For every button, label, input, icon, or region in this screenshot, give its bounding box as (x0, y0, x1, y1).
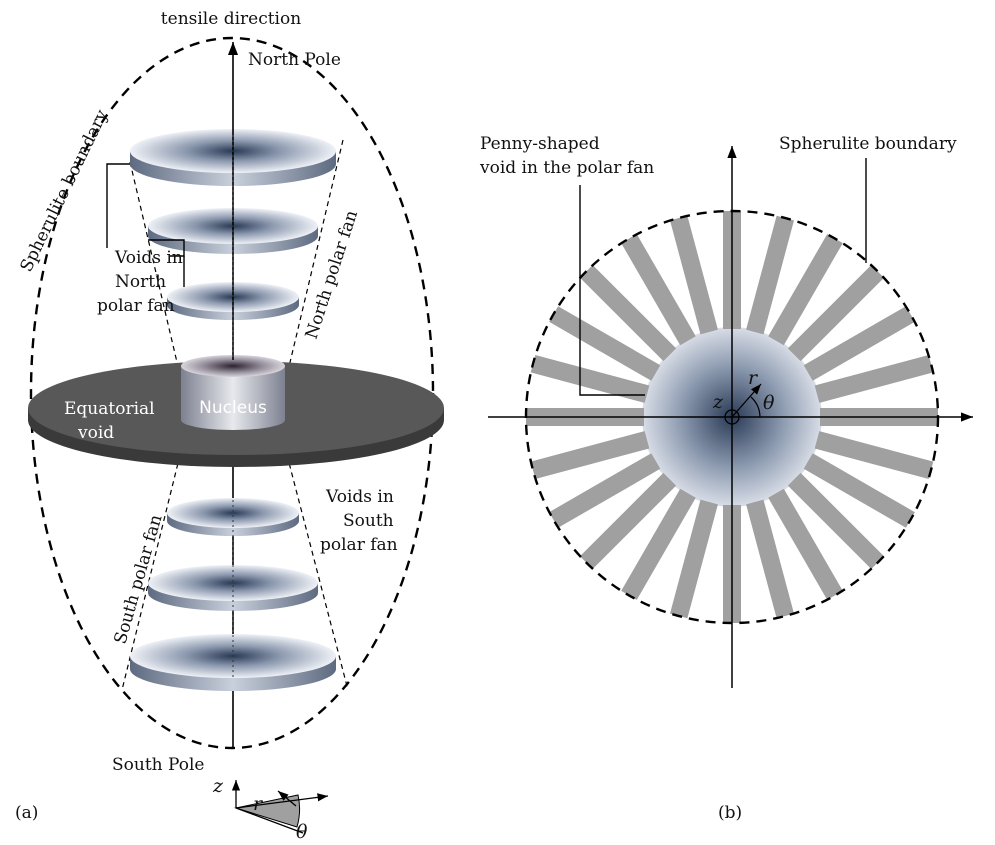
radial-void-bar (669, 215, 718, 335)
coordinate-triad-a: z r θ (212, 775, 329, 843)
radial-void-bar (768, 488, 843, 600)
nucleus-label: Nucleus (199, 398, 267, 418)
penny-void-line1: Penny-shaped (480, 134, 600, 154)
r-arrow-b (731, 383, 762, 418)
equatorial-void-line1: Equatorial (64, 399, 155, 419)
voids-south-line3: polar fan (320, 535, 398, 555)
south-fan-edge-right (286, 454, 349, 691)
panel-b-label: (b) (718, 803, 742, 823)
panel-a: tensile direction North Pole South Pole … (15, 9, 444, 843)
panel-a-label: (a) (15, 803, 38, 823)
radial-void-bar (549, 306, 661, 381)
north-fan-edge-left (129, 161, 181, 376)
radial-void-bar (530, 354, 650, 403)
spherulite-boundary-label-a: Spherulite boundary (17, 106, 113, 275)
south-void-disk-3 (130, 634, 336, 691)
voids-north-line3: polar fan (97, 296, 175, 316)
axis-r-label-a: r (253, 793, 264, 815)
south-pole-label: South Pole (112, 755, 205, 775)
radial-void-bar (746, 215, 795, 335)
radial-void-bar (579, 264, 677, 362)
spherulite-boundary-label-b: Spherulite boundary (779, 134, 957, 154)
radial-void-bar (814, 431, 934, 480)
north-voids-leader (106, 163, 130, 248)
radial-bars (526, 211, 938, 623)
radial-void-bar (746, 499, 795, 619)
theta-sector (234, 794, 301, 828)
radial-void-bar (787, 264, 885, 362)
voids-south-line2: South (343, 511, 394, 531)
north-voids-leader-2 (148, 239, 185, 257)
radial-void-bar (621, 234, 696, 346)
north-pole-label: North Pole (248, 50, 341, 70)
south-void-disk-1 (167, 498, 299, 536)
axis-r-label-b: r (748, 367, 759, 389)
radial-void-bar (530, 431, 650, 480)
theta-arc-b (750, 396, 761, 418)
panel-b: Penny-shaped void in the polar fan Spher… (479, 134, 973, 823)
voids-north-line2: North (115, 272, 166, 292)
equatorial-void-line2: void (77, 423, 114, 443)
nucleus-cylinder (181, 355, 285, 430)
radial-void-bar (579, 472, 677, 570)
penny-void-leader (579, 185, 645, 396)
voids-south-line1: Voids in (325, 487, 394, 507)
tensile-direction-label: tensile direction (161, 9, 301, 29)
radial-void-bar (803, 306, 915, 381)
radial-void-bar (814, 354, 934, 403)
z-axis-out-symbol (724, 409, 740, 425)
radial-void-bar (549, 453, 661, 528)
voids-north-line1: Voids in (114, 248, 183, 268)
south-fan-edge-left (121, 454, 181, 691)
axis-z-label-a: z (212, 775, 224, 797)
radial-void-bar (787, 472, 885, 570)
axis-theta-label-b: θ (763, 392, 775, 414)
axis-z-label-b: z (712, 391, 724, 413)
north-fan-edge-right (286, 139, 344, 376)
radial-void-bar (768, 234, 843, 346)
radial-void-bar (803, 453, 915, 528)
penny-void-line2: void in the polar fan (479, 158, 654, 178)
axis-theta-label-a: θ (296, 821, 308, 843)
radial-void-bar (621, 488, 696, 600)
radial-void-bar (669, 499, 718, 619)
